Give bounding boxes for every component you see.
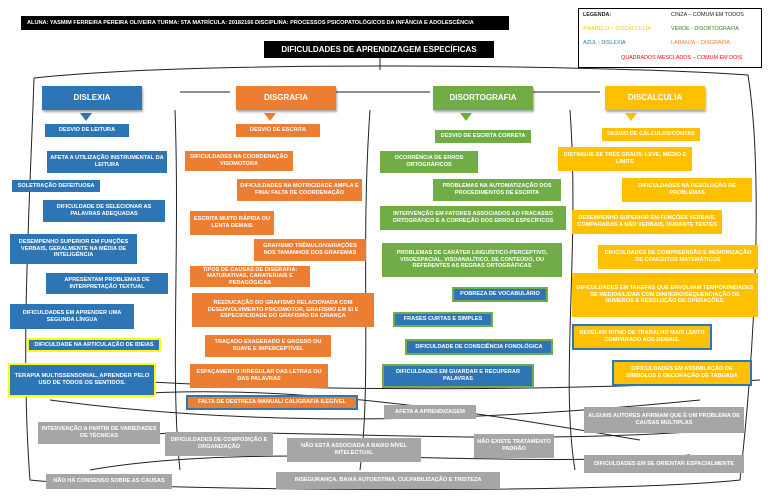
dislexia-item-9: TERAPIA MULTISSENSORIAL, APRENDER PELO U…: [8, 363, 156, 397]
discalculia-item-3: DIFICULDADES NA RESOLUÇÃO DE PROBLEMAS: [622, 178, 752, 202]
discalculia-item-4: DESEMPENHO SUPERIOR EM FUNÇÕES VERBAIS, …: [572, 210, 722, 234]
disortografia-item-9: DIFICULDADES EM GUARDAR E RECUPERAR PALA…: [382, 364, 534, 388]
disortografia-item-5: PROBLEMAS DE CARÁTER LINGUÍSTICO-PERCEPT…: [382, 243, 562, 277]
discalculia-item-2: DISTINGUE-SE TRÊS GRAUS: LEVE, MÉDIO E L…: [558, 147, 692, 171]
header-dislexia: DISLEXIA: [42, 86, 142, 110]
disortografia-item-2: OCORRÊNCIA DE ERROS ORTOGRÁFICOS: [380, 151, 478, 173]
disortografia-item-7: FRASES CURTAS E SIMPLES: [393, 312, 493, 327]
common-item-6: NÃO EXISTE TRATAMENTO PADRÃO: [474, 434, 554, 458]
disgrafia-item-10: FALTA DE DESTREZA MANUAL/ CALIGRAFIA ILE…: [186, 395, 358, 410]
disgrafia-item-5: GRAFISMO TRÊMULO/VARIAÇÕES NOS TAMANHOS …: [254, 239, 366, 261]
header-disortografia: DISORTOGRAFIA: [433, 86, 533, 110]
dislexia-item-3: SOLETRAÇÃO DEFEITUOSA: [12, 180, 100, 192]
legend-gray: CINZA – COMUM EM TODOS: [671, 12, 744, 18]
common-item-5: NÃO ESTÁ ASSOCIADA A BAIXO NÍVEL INTELEC…: [287, 438, 421, 462]
disortografia-item-3: PROBLEMAS NA AUTOMATIZAÇÃO DOS PROCEDIME…: [433, 179, 561, 201]
dislexia-item-4: DIFICULDADE DE SELECIONAR AS PALAVRAS AD…: [43, 200, 165, 222]
disortografia-item-6: POBREZA DE VOCABULÁRIO: [452, 287, 548, 302]
discalculia-item-8: DIFICULDADES EM ASSIMILAÇÃO DE SÍMBOLOS …: [612, 360, 752, 386]
header-discalculia: DISCALCULIA: [605, 86, 705, 110]
loop-line-1: [174, 109, 181, 471]
common-item-1: AFETA A APRENDIZAGEM: [384, 405, 476, 419]
dislexia-item-1: DESVIO DE LEITURA: [45, 124, 129, 137]
disgrafia-item-4: ESCRITA MUITO RÁPIDA OU LENTA DEMAIS: [190, 211, 274, 235]
disgrafia-item-8: TRAÇADO EXAGERADO E GROSSO OU SUAVE E IM…: [205, 335, 331, 357]
header-disgrafia: DISGRAFIA: [236, 86, 336, 110]
loop-line-4: [49, 399, 701, 420]
discalculia-item-1: DESVIO DE CÁLCULOS/CONTAS: [602, 128, 700, 141]
legend-yellow: AMARELO – DISCALCULIA: [583, 26, 651, 32]
discalculia-item-5: DIFICULDADES DE COMPREENSÃO E MEMORIZAÇÃ…: [598, 245, 758, 269]
arrow-disortografia: [460, 113, 472, 121]
disgrafia-item-7: REEDUCAÇÃO DO GRAFISMO RELACIONADA COM D…: [192, 293, 374, 327]
loop-line-2: [359, 109, 371, 471]
dislexia-item-6: APRESENTAM PROBLEMAS DE INTERPRETAÇÃO TE…: [46, 273, 168, 294]
student-info-bar: ALUNA: YASMIM FERREIRA PEREIRA OLIVEIRA …: [21, 16, 509, 30]
legend-orange: LARANJA – DISGRAFIA: [671, 40, 731, 46]
arrow-discalculia: [625, 113, 637, 121]
common-item-4: DIFICULDADES DE COMPOSIÇÃO E ORGANIZAÇÃO: [165, 432, 273, 456]
page-title: DIFICULDADES DE APRENDIZAGEM ESPECÍFICAS: [264, 41, 494, 58]
discalculia-item-6: DIFICULDADES EM TAREFAS QUE ENVOLVAM TEM…: [572, 273, 758, 317]
common-item-8: NÃO HÁ CONSENSO SOBRE AS CAUSAS: [46, 474, 172, 489]
disortografia-item-1: DESVIO DE ESCRITA CORRETA: [435, 130, 531, 143]
disortografia-item-4: INTERVENÇÃO EM FATORES ASSOCIADOS AO FRA…: [380, 206, 566, 230]
disgrafia-item-6: TIPOS DE CAUSAS DE DISGRAFIA: MATURATIVA…: [190, 266, 310, 287]
dislexia-item-2: AFETA A UTILIZAÇÃO INSTRUMENTAL DA LEITU…: [47, 151, 167, 173]
disgrafia-item-2: DIFICULDADES NA COORDENAÇÃO VISOMOTORA: [185, 151, 293, 171]
disortografia-item-8: DIFICULDADE DE CONSCIÊNCIA FONOLÓGICA: [405, 339, 553, 355]
common-item-3: INTERVENÇÃO A PARTIR DE VARIEDADES DE TÉ…: [38, 422, 160, 444]
disgrafia-item-9: ESPAÇAMENTO IRREGULAR DAS LETRAS OU DAS …: [190, 364, 328, 388]
legend-title: LEGENDA:: [583, 12, 612, 18]
legend-mixed: QUADRADOS MESCLADOS – COMUM EM DOIS: [621, 55, 743, 61]
common-item-9: INSEGURANÇA, BAIXA AUTOESTIMA, CULPABILI…: [276, 472, 500, 489]
legend-box: LEGENDA: CINZA – COMUM EM TODOS AMARELO …: [578, 8, 762, 68]
arrow-dislexia: [80, 113, 92, 121]
dislexia-item-5: DESEMPENHO SUPERIOR EM FUNÇÕES VERBAIS, …: [10, 234, 137, 264]
legend-green: VERDE - DISORTOGRAFIA: [671, 26, 739, 32]
discalculia-item-7: REVELAM RITMO DE TRABALHO MAIS LENTO COM…: [572, 324, 712, 350]
common-item-2: ALGUNS AUTORES AFIRMAM QUE É UM PROBLEMA…: [584, 407, 744, 433]
header-connector: [180, 58, 600, 93]
disgrafia-item-3: DIFICULDADES NA MOTRICIDADE AMPLA E FINA…: [237, 179, 362, 201]
arrow-disgrafia: [264, 113, 276, 121]
dislexia-item-8: DIFICULDADE NA ARTICULAÇÃO DE IDEIAS: [27, 338, 161, 352]
student-info-text: ALUNA: YASMIM FERREIRA PEREIRA OLIVEIRA …: [27, 20, 474, 26]
legend-blue: AZUL - DISLEXIA: [583, 40, 626, 46]
common-item-7: DIFICULDADES EM SE ORIENTAR ESPACIALMENT…: [584, 455, 744, 473]
dislexia-item-7: DIFICULDADES EM APRENDER UMA SEGUNDA LÍN…: [10, 304, 134, 329]
disgrafia-item-1: DESVIO DE ESCRITA: [236, 124, 320, 137]
